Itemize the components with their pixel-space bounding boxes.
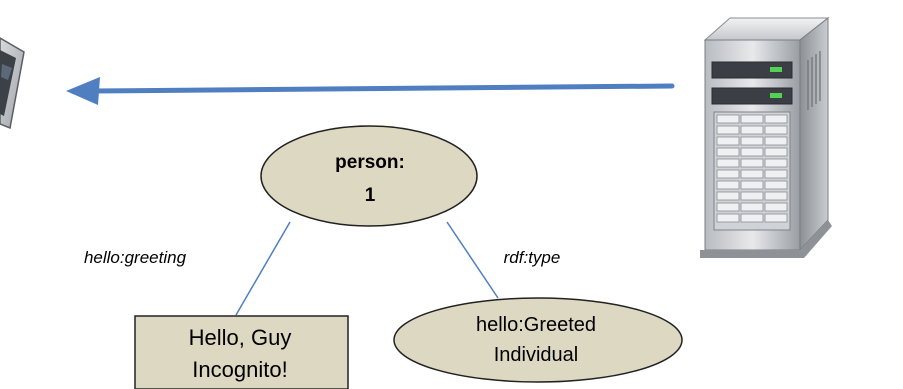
literal-node-line1: Hello, Guy <box>189 325 292 350</box>
type-node-line1: hello:Greeted <box>476 314 596 336</box>
response-arrow <box>66 77 675 105</box>
literal-node: Hello, Guy Incognito! <box>134 315 349 389</box>
subject-node-line2: 1 <box>365 185 376 206</box>
edge-type-label: rdf:type <box>504 248 561 267</box>
laptop-icon <box>0 37 25 130</box>
server-tower-icon <box>700 16 832 258</box>
type-node: hello:Greeted Individual <box>393 297 683 383</box>
edge-type-line <box>446 221 499 299</box>
edge-greeting-line <box>235 221 291 316</box>
edge-greeting-label: hello:greeting <box>84 248 187 267</box>
subject-node: person: 1 <box>260 125 478 227</box>
subject-node-line1: person: <box>335 152 405 173</box>
literal-node-line2: Incognito! <box>192 357 287 382</box>
type-node-line2: Individual <box>494 344 579 366</box>
